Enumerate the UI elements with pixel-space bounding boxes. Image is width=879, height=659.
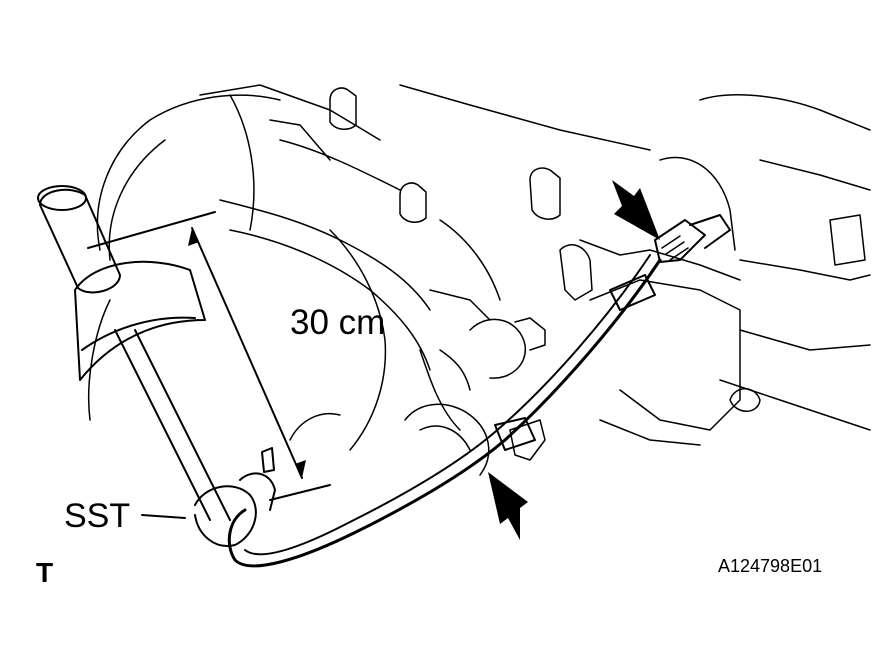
sst-tool (37, 185, 276, 547)
dimension-line (269, 484, 331, 501)
leader-lines (87, 211, 331, 519)
corner-mark: T (36, 557, 54, 588)
figure-code: A124798E01 (718, 556, 823, 576)
arrow-icon (612, 180, 660, 240)
tool-label: SST (64, 497, 131, 535)
harness-connector (654, 214, 731, 263)
engine-outline (87, 84, 871, 476)
dimension-line (141, 514, 186, 519)
arrow-icon (188, 228, 199, 246)
sensor-harness (227, 254, 662, 568)
dimension-line (191, 227, 303, 479)
harness-clamp (494, 274, 656, 451)
arrow-icon (295, 460, 306, 478)
arrow-icon (488, 472, 528, 540)
distance-label: 30 cm (290, 303, 386, 342)
dimension-line (87, 211, 216, 249)
